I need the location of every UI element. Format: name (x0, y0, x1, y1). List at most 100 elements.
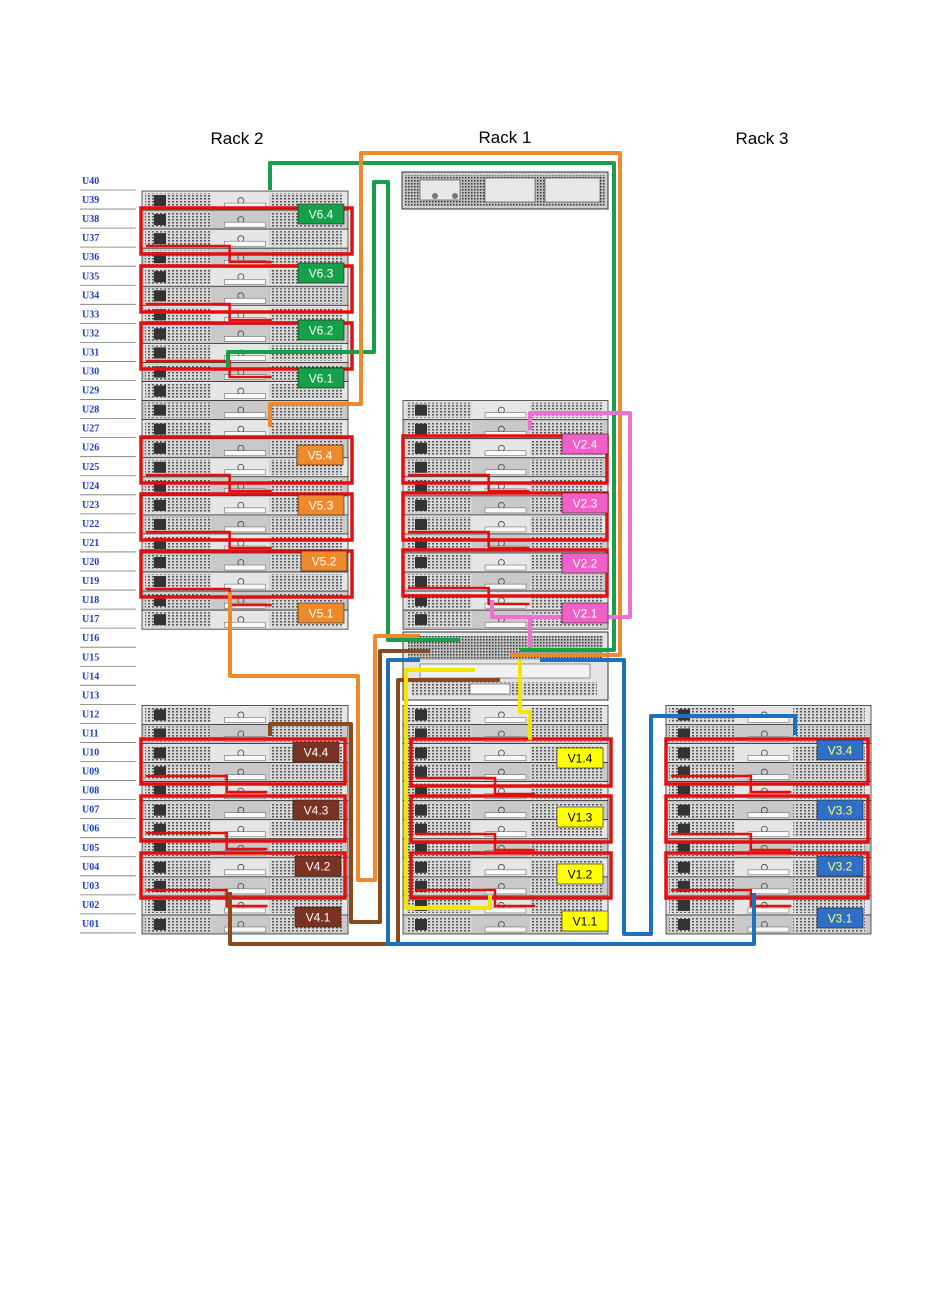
server-unit (402, 514, 609, 535)
group-tag: V2.3 (561, 492, 609, 514)
tag-box (292, 741, 340, 763)
u-label: U23 (82, 500, 99, 511)
tag-box (300, 550, 348, 572)
tag-label: V5.1 (309, 607, 334, 621)
server-unit (141, 514, 349, 535)
red-jumper (671, 832, 792, 852)
u-label: U02 (82, 900, 99, 911)
tag-label: V1.2 (568, 868, 593, 882)
red-jumper (408, 473, 530, 493)
red-loop (664, 737, 870, 786)
tag-box (294, 855, 342, 877)
u-label: U40 (82, 176, 99, 187)
rack-title-rack1: Rack 1 (479, 128, 532, 147)
u-label: U16 (82, 633, 99, 644)
group-tag: V4.3 (292, 799, 340, 821)
tag-box (561, 552, 609, 574)
u-position-labels: U40U39U38U37U36U35U34U33U32U31U30U29U28U… (80, 176, 136, 934)
tag-label: V1.1 (573, 915, 598, 929)
pink-cable-v2-b (490, 600, 530, 619)
u-label: U01 (82, 919, 99, 930)
tag-box (816, 739, 864, 761)
tag-label: V4.3 (304, 804, 329, 818)
red-jumper (146, 473, 272, 493)
group-tag: V5.2 (300, 550, 348, 572)
u-label: U31 (82, 347, 99, 358)
tag-box (297, 494, 345, 516)
tag-label: V3.1 (828, 912, 853, 926)
red-jumper (146, 774, 268, 794)
red-cable-loops (139, 206, 870, 908)
red-loop (139, 549, 354, 599)
red-jumper (416, 888, 535, 908)
red-loop (409, 737, 613, 788)
rack-title-rack2: Rack 2 (211, 129, 264, 148)
tag-label: V2.3 (573, 497, 598, 511)
u-label: U14 (82, 671, 99, 682)
u-label: U17 (82, 614, 99, 625)
red-jumper (408, 530, 530, 550)
tag-label: V3.2 (828, 860, 853, 874)
red-jumper (671, 774, 792, 794)
group-tag: V4.4 (292, 741, 340, 763)
tag-box (561, 910, 609, 932)
server-unit (402, 419, 609, 440)
tag-label: V4.4 (304, 746, 329, 760)
tag-box (294, 906, 342, 928)
red-loop (139, 737, 347, 786)
red-loop (139, 435, 354, 485)
tag-box (297, 319, 345, 341)
tag-box (296, 444, 344, 466)
server-unit (665, 762, 872, 782)
group-tag: V6.2 (297, 319, 345, 341)
green-cable-v6-a (268, 161, 616, 652)
red-jumper (146, 831, 268, 851)
orange-cable-v5-b (228, 592, 420, 882)
tag-label: V3.4 (828, 744, 853, 758)
group-tag: V5.4 (296, 444, 344, 466)
server-unit (141, 419, 349, 440)
orange-cable-v5-a (268, 151, 622, 657)
red-loop (401, 434, 609, 485)
red-loop (664, 851, 870, 900)
tag-label: V6.1 (309, 372, 334, 386)
u-label: U29 (82, 386, 99, 397)
u-label: U36 (82, 252, 99, 263)
server-unit (141, 705, 349, 725)
tag-box (297, 262, 345, 284)
group-tag: V3.1 (816, 907, 864, 929)
u-label: U08 (82, 786, 99, 797)
tag-label: V5.2 (312, 555, 337, 569)
tag-box (556, 863, 604, 885)
u-label: U20 (82, 557, 99, 568)
blue-cable-v3-b (386, 658, 756, 946)
tag-label: V5.4 (308, 449, 333, 463)
tag-label: V2.4 (573, 438, 598, 452)
tag-box (561, 492, 609, 514)
tag-box (816, 907, 864, 929)
server-unit (141, 190, 349, 211)
tag-box (816, 799, 864, 821)
red-loop (139, 794, 347, 843)
tag-label: V1.4 (568, 752, 593, 766)
group-tags: V6.4V6.3V6.2V6.1V5.4V5.3V5.2V5.1V4.4V4.3… (292, 203, 864, 932)
group-tag: V6.4 (297, 203, 345, 225)
u-label: U06 (82, 824, 99, 835)
u-label: U26 (82, 443, 99, 454)
u-label: U05 (82, 843, 99, 854)
group-tag: V4.2 (294, 855, 342, 877)
server-unit (141, 285, 349, 306)
tag-box (556, 806, 604, 828)
tag-box (816, 855, 864, 877)
u-label: U21 (82, 538, 99, 549)
u-label: U38 (82, 214, 99, 225)
u-label: U24 (82, 481, 99, 492)
red-loop (139, 492, 354, 542)
red-loop (401, 491, 609, 542)
u-label: U34 (82, 290, 99, 301)
u-label: U12 (82, 709, 99, 720)
group-tag: V3.3 (816, 799, 864, 821)
red-jumper (416, 832, 535, 852)
rack1-top-server (401, 171, 609, 210)
